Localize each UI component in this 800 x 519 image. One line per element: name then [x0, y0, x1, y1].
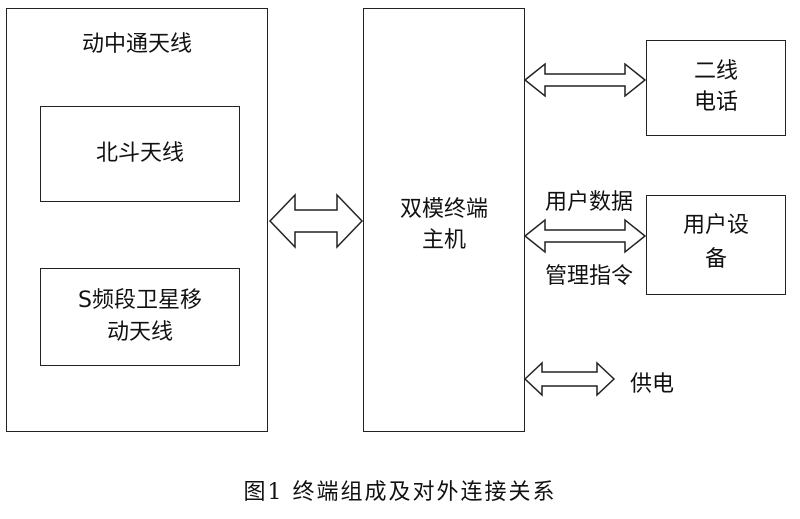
power-supply-arrow [523, 361, 616, 397]
host-label-2: 主机 [421, 228, 466, 253]
phone-label-1: 二线 [693, 59, 738, 84]
s-band-antenna-label-2: 动天线 [106, 320, 173, 345]
host-phone-arrow [523, 62, 647, 98]
figure-caption: 图1 终端组成及对外连接关系 [243, 480, 557, 505]
host-user-device-arrow [523, 218, 647, 254]
two-wire-phone-box [646, 40, 786, 136]
s-band-antenna-label-1: S频段卫星移 [78, 288, 202, 313]
beidou-antenna-box [40, 106, 240, 202]
host-label-1: 双模终端 [399, 197, 488, 222]
user-device-label-1: 用户设 [682, 213, 749, 238]
user-device-box [646, 195, 786, 295]
power-supply-label: 供电 [630, 372, 675, 397]
s-band-antenna-box [40, 268, 240, 366]
phone-label-2: 电话 [693, 90, 738, 115]
user-device-label-2: 备 [704, 247, 727, 272]
antenna-group-title: 动中通天线 [81, 32, 192, 57]
dual-mode-host-box [363, 8, 525, 432]
user-data-label: 用户数据 [544, 190, 633, 215]
antenna-host-arrow [268, 193, 364, 249]
management-command-label: 管理指令 [544, 264, 633, 289]
beidou-antenna-label: 北斗天线 [95, 141, 184, 166]
